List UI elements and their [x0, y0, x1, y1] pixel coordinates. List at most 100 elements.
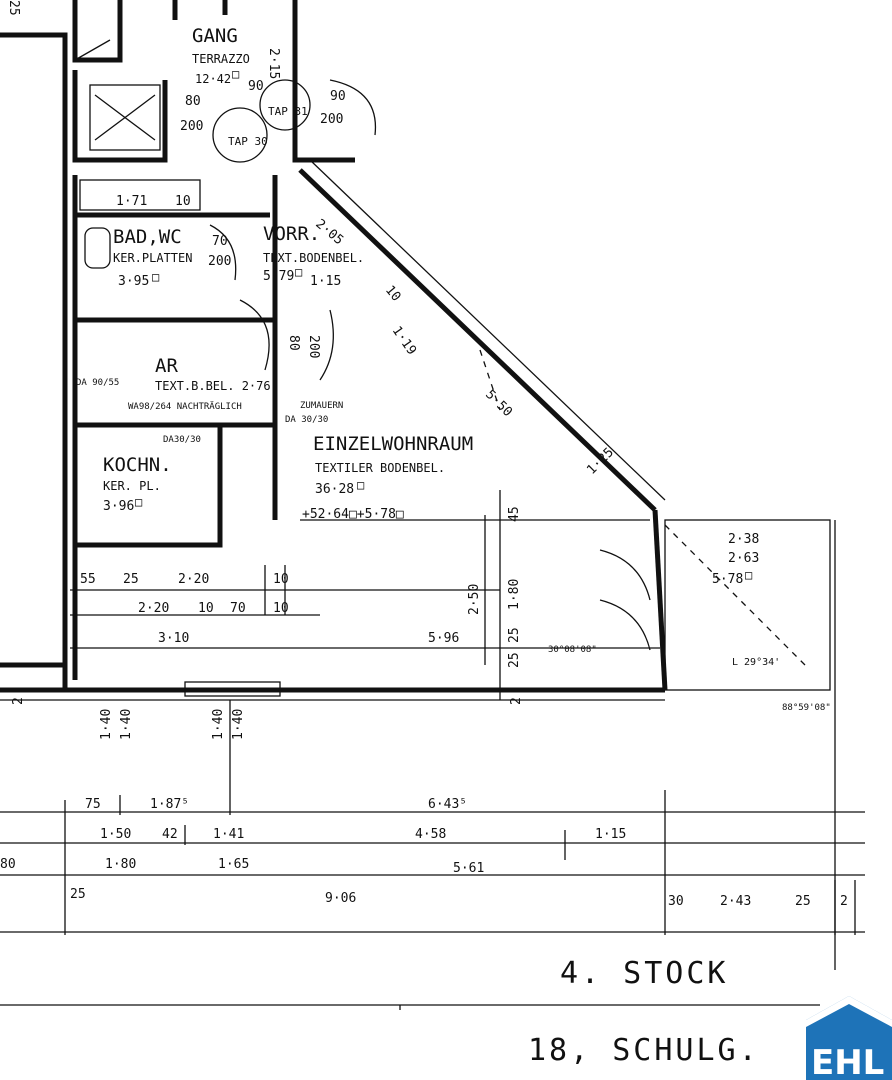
dimension-window-heights: 1·40 1·40 1·40 1·40 [99, 709, 246, 740]
svg-text:□: □ [135, 495, 142, 509]
zumauern-label: ZUMAUERN [300, 401, 343, 411]
svg-text:25: 25 [507, 652, 522, 668]
svg-text:70: 70 [212, 234, 228, 249]
svg-text:1·41: 1·41 [213, 827, 244, 842]
svg-text:10: 10 [198, 601, 214, 616]
svg-text:5·50: 5·50 [482, 387, 515, 420]
svg-text:2·20: 2·20 [138, 601, 169, 616]
angle3-label: 88°59'08" [782, 703, 831, 713]
gang-area: 12·42 [195, 72, 231, 86]
balkon-area: 5·78 [712, 572, 743, 587]
diagonal-wall [298, 168, 657, 512]
tap30-circle [212, 107, 268, 163]
svg-text:□: □ [232, 67, 239, 81]
svg-text:2: 2 [11, 697, 26, 705]
balcony-door [599, 549, 651, 651]
einzel-material: TEXTILER BODENBEL. [315, 461, 445, 475]
annotations: TAP 30 TAP 31 ZUMAUERN DA 30/30 DA30/30 … [76, 105, 831, 713]
svg-text:2: 2 [509, 697, 524, 705]
svg-text:□: □ [357, 478, 364, 492]
einzel-name: EINZELWOHNRAUM [313, 433, 473, 455]
svg-text:25: 25 [6, 0, 21, 16]
koch-area: 3·96 [103, 499, 134, 514]
shower-wall [72, 70, 168, 163]
toilet [84, 227, 111, 269]
dimension-rows-bottom: 75 1·87⁵ 6·43⁵ 1·50 42 1·41 4·58 1·15 80… [0, 797, 848, 909]
floor-label: 4. STOCK [560, 956, 729, 991]
koch-name: KOCHN. [103, 454, 172, 476]
svg-text:6·43⁵: 6·43⁵ [428, 797, 467, 812]
tap31-circle [259, 79, 311, 131]
svg-text:10: 10 [273, 572, 289, 587]
svg-text:2·43: 2·43 [720, 894, 751, 909]
kitchen-wall [75, 425, 223, 548]
svg-text:200: 200 [320, 112, 343, 127]
bad-material: KER.PLATTEN [113, 251, 192, 265]
koch-material: KER. PL. [103, 479, 161, 493]
svg-text:70: 70 [230, 601, 246, 616]
svg-text:1·40: 1·40 [119, 709, 134, 740]
svg-text:200: 200 [208, 254, 231, 269]
svg-text:1·40: 1·40 [211, 709, 226, 740]
svg-text:3·10: 3·10 [158, 631, 189, 646]
einzel-sum: +52·64□+5·78□ [302, 507, 404, 522]
svg-text:90: 90 [330, 89, 346, 104]
svg-text:1·40: 1·40 [231, 709, 246, 740]
ar-extra: WA98/264 NACHTRÄGLICH [128, 401, 242, 412]
svg-text:1·50: 1·50 [100, 827, 131, 842]
svg-text:25: 25 [70, 887, 86, 902]
logo-text: EHL [811, 1043, 884, 1080]
svg-text:25: 25 [123, 572, 139, 587]
svg-text:80: 80 [286, 335, 301, 351]
tap30-label: TAP 30 [228, 135, 268, 148]
svg-text:4·58: 4·58 [415, 827, 446, 842]
ar-material: TEXT.B.BEL. 2·76 [155, 379, 271, 393]
svg-text:55: 55 [80, 572, 96, 587]
svg-text:1·87⁵: 1·87⁵ [150, 797, 189, 812]
address-label: 18, SCHULG. [528, 1033, 760, 1068]
left-wall [0, 32, 68, 690]
svg-text:1·71: 1·71 [116, 194, 147, 209]
angle1-label: 30°08'08" [548, 645, 597, 655]
svg-text:2·20: 2·20 [178, 572, 209, 587]
gang-name: GANG [192, 25, 238, 47]
shower-tray [89, 84, 161, 151]
svg-text:□: □ [745, 568, 752, 582]
svg-text:□: □ [295, 265, 302, 279]
svg-text:200: 200 [306, 335, 321, 358]
svg-text:2·15: 2·15 [266, 48, 281, 79]
stair-wall [72, 0, 123, 63]
vorr-area: 5·79 [263, 269, 294, 284]
dimensions-plan: 2·15 90 80 200 90 200 1·71 10 70 200 2·0… [6, 0, 617, 705]
da3030-label: DA 30/30 [285, 415, 328, 425]
gang-material: TERRAZZO [192, 52, 250, 66]
logo-house-icon [806, 996, 892, 1080]
entry-door [329, 79, 377, 136]
svg-text:5·61: 5·61 [453, 861, 484, 876]
vorr-material: TEXT.BODENBEL. [263, 251, 364, 265]
svg-text:1·15: 1·15 [595, 827, 626, 842]
bad-name: BAD,WC [113, 226, 182, 248]
room-gang: GANG TERRAZZO 12·42 □ [192, 25, 250, 86]
tap31-label: TAP 31 [268, 105, 308, 118]
ar-name: AR [155, 355, 178, 377]
room-vorr: VORR. TEXT.BODENBEL. 5·79 □ [263, 223, 364, 284]
svg-text:□: □ [152, 270, 159, 284]
bad-area: 3·95 [118, 274, 149, 289]
svg-text:10: 10 [382, 283, 404, 305]
svg-text:5·96: 5·96 [428, 631, 459, 646]
svg-text:2: 2 [840, 894, 848, 909]
balkon-d2: 2·63 [728, 551, 759, 566]
svg-text:1·80: 1·80 [507, 579, 522, 610]
balkon-d1: 2·38 [728, 532, 759, 547]
svg-text:80: 80 [0, 857, 16, 872]
room-balkon: 2·38 2·63 5·78 □ [712, 532, 759, 587]
svg-text:1·40: 1·40 [99, 709, 114, 740]
svg-text:25: 25 [795, 894, 811, 909]
gang-wall [292, 60, 355, 163]
angle2-label: L 29°34' [732, 657, 780, 668]
da9055-label: DA 90/55 [76, 378, 119, 388]
balcony [664, 519, 831, 691]
svg-text:200: 200 [180, 119, 203, 134]
